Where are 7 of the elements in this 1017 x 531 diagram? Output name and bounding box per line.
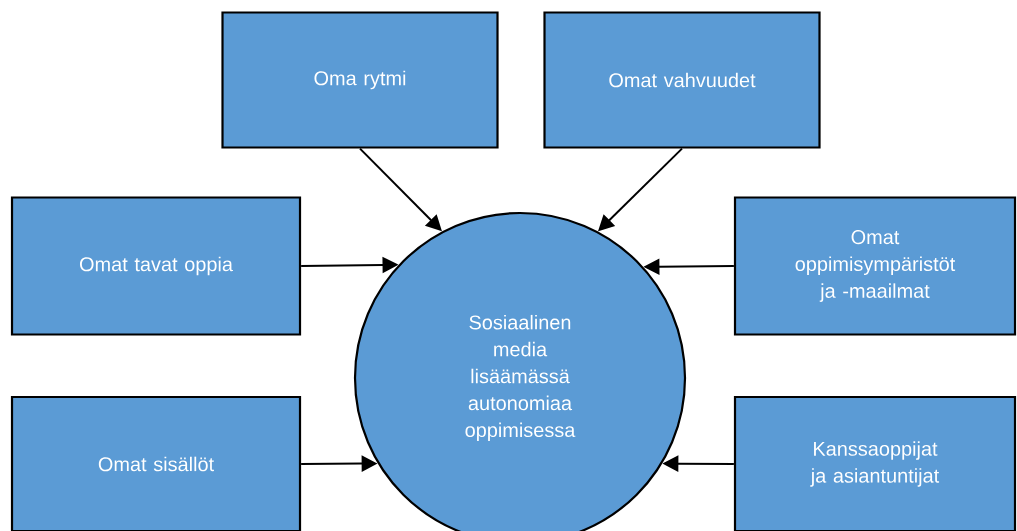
text-box: Omat oppimisympäristöt ja -maailmat — [733, 196, 1017, 336]
text-box: Omat tavat oppia — [10, 196, 302, 336]
text-box: Oma rytmi — [221, 11, 499, 149]
circle-node: Sosiaalinen media lisäämässä autonomiaa oppimisessa — [353, 211, 687, 531]
text-box: Omat vahvuudet — [543, 11, 821, 149]
text-box: Omat sisällöt — [10, 395, 302, 531]
text-box: Kanssaoppijat ja asiantuntijat — [733, 395, 1017, 531]
